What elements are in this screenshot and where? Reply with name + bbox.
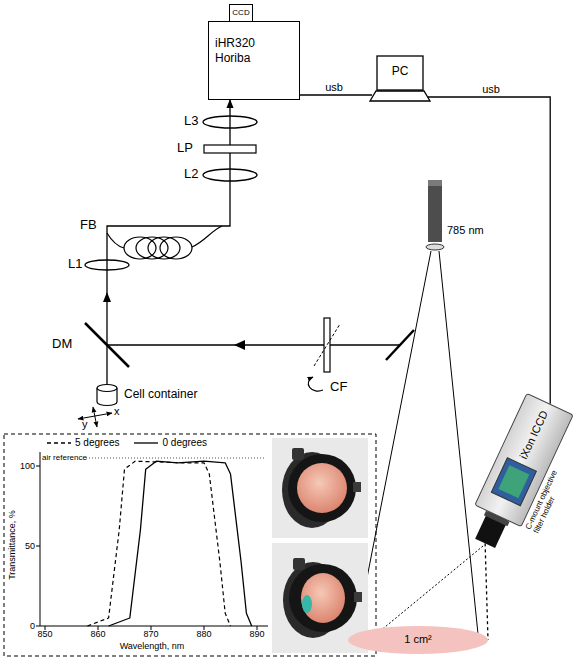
beam bbox=[107, 344, 400, 345]
legend-sample bbox=[133, 439, 159, 447]
legend-line bbox=[47, 442, 71, 443]
tick-label: 0 bbox=[30, 621, 35, 631]
component-name: CCD bbox=[232, 8, 249, 18]
part-label: L2 bbox=[184, 167, 198, 182]
air-reference-line bbox=[86, 458, 265, 459]
area-label: 1 cm² bbox=[404, 633, 432, 646]
legend-item: 5 degrees bbox=[46, 437, 119, 448]
chart-axes bbox=[36, 452, 268, 630]
holder-screw bbox=[354, 592, 362, 602]
tick-label: 50 bbox=[25, 541, 35, 551]
axis-title: Transmittance, % bbox=[7, 510, 17, 580]
component-name: Cell container bbox=[124, 387, 197, 401]
beam-arrow bbox=[234, 340, 245, 350]
legend-sample bbox=[46, 439, 72, 447]
wavelength-label: 785 nm bbox=[447, 224, 484, 237]
laser-lens bbox=[426, 244, 444, 250]
reflection bbox=[302, 595, 312, 613]
x-axis bbox=[40, 626, 268, 627]
illumination-cone bbox=[439, 251, 478, 634]
filter-glass bbox=[297, 463, 347, 513]
legend: 5 degrees 0 degrees bbox=[46, 437, 221, 448]
filter-glass bbox=[301, 573, 345, 623]
cell-container: Cell container bbox=[96, 384, 118, 406]
cylinder-outline bbox=[96, 384, 118, 406]
tick-label: 870 bbox=[143, 629, 158, 639]
axis-title: Wavelength, nm bbox=[120, 641, 185, 651]
axis-label: y bbox=[82, 418, 88, 431]
laptop-screen bbox=[377, 56, 423, 90]
fiber-end bbox=[192, 226, 222, 247]
light-path bbox=[485, 543, 488, 640]
legend-line bbox=[134, 442, 158, 443]
holder-ring bbox=[289, 564, 357, 632]
tick-label: 100 bbox=[20, 461, 35, 471]
cylinder-top bbox=[97, 385, 117, 392]
component-name: iHR320 Horiba bbox=[215, 36, 281, 66]
cable bbox=[428, 97, 550, 404]
tick-label: 860 bbox=[90, 629, 105, 639]
legend-text: 5 degrees bbox=[75, 437, 119, 448]
legend-item: 0 degrees bbox=[133, 437, 206, 448]
part-label: FB bbox=[80, 218, 97, 233]
laser-cap bbox=[428, 180, 442, 186]
lens bbox=[203, 169, 257, 181]
holder-knob bbox=[292, 448, 304, 460]
camera: iXon ICCDC-mount objective filter holder bbox=[474, 393, 574, 527]
lens bbox=[85, 260, 129, 270]
curve-0-degrees bbox=[109, 461, 252, 626]
laser bbox=[428, 180, 442, 242]
holder-knob bbox=[293, 558, 305, 570]
fiber-end bbox=[107, 233, 124, 248]
part-label: LP bbox=[177, 141, 193, 156]
holder-screw bbox=[353, 482, 361, 492]
y-axis bbox=[40, 452, 41, 626]
fiber-coil bbox=[107, 226, 222, 259]
sensor-chip bbox=[491, 458, 536, 506]
filter bbox=[324, 318, 330, 372]
computer: PC bbox=[368, 55, 432, 102]
edge-label: usb bbox=[480, 83, 502, 95]
beam-arrow bbox=[103, 292, 111, 302]
laptop-base bbox=[370, 91, 430, 101]
lens bbox=[203, 116, 257, 128]
part-label: DM bbox=[52, 337, 72, 352]
spectrometer-box: iHR320 Horiba bbox=[208, 21, 300, 100]
field-of-view: 1 cm² bbox=[348, 626, 488, 654]
detector-box: CCD bbox=[229, 4, 253, 22]
tick-label: 880 bbox=[196, 629, 211, 639]
laptop-outline bbox=[368, 55, 432, 102]
holder-ring bbox=[288, 454, 356, 522]
component-name: iXon ICCD bbox=[517, 409, 551, 462]
axis-label: x bbox=[114, 405, 120, 418]
light-path bbox=[107, 100, 230, 384]
inset-frame bbox=[4, 434, 376, 656]
part-label: L3 bbox=[184, 114, 198, 129]
tick bbox=[36, 546, 40, 547]
cable bbox=[300, 94, 372, 95]
tick bbox=[36, 626, 40, 627]
part-label: L1 bbox=[68, 257, 82, 272]
axis-y bbox=[93, 407, 97, 427]
photo-ground bbox=[272, 438, 368, 538]
tick-label: 890 bbox=[249, 629, 264, 639]
tick-label: 850 bbox=[37, 629, 52, 639]
component-name: PC bbox=[378, 64, 422, 78]
polarizer bbox=[204, 145, 256, 153]
chart-note: air reference bbox=[42, 453, 87, 462]
fiber-loop bbox=[160, 237, 192, 259]
mirror bbox=[386, 330, 414, 360]
rotation-arrow bbox=[308, 377, 323, 391]
edge-label: usb bbox=[323, 81, 345, 93]
tilt-axis bbox=[314, 324, 340, 366]
tick bbox=[36, 466, 40, 467]
sensor-area bbox=[498, 465, 529, 498]
photo-upright bbox=[272, 438, 368, 538]
legend-text: 0 degrees bbox=[162, 437, 206, 448]
part-label: CF bbox=[330, 380, 347, 395]
curve-5-degrees bbox=[87, 461, 230, 626]
